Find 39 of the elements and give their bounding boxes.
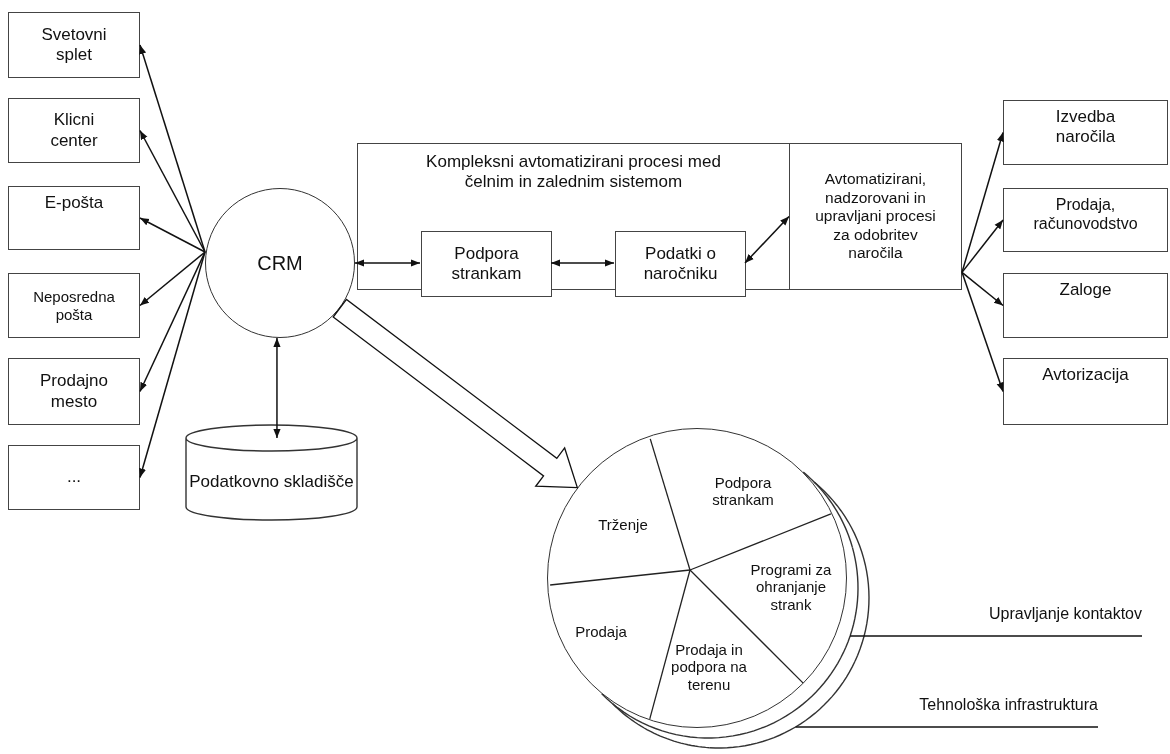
channel-box: Klicni center bbox=[8, 98, 140, 163]
arrow bbox=[961, 219, 1004, 274]
arrow bbox=[550, 259, 615, 267]
arrow bbox=[354, 259, 421, 267]
arrow bbox=[273, 337, 281, 439]
system-box: Zaloge bbox=[1003, 273, 1168, 338]
hollow-arrow bbox=[332, 298, 579, 489]
layer-label: Tehnološka infrastruktura bbox=[790, 695, 1098, 727]
channel-box: ... bbox=[8, 445, 140, 510]
channel-box: Prodajno mesto bbox=[8, 358, 140, 425]
database-cylinder: Podatkovno skladišče bbox=[185, 425, 358, 520]
pie-segment-label: Trženje bbox=[583, 495, 663, 555]
process-box: Podatki o naročniku bbox=[615, 231, 746, 297]
pie-segment-label: Programi za ohranjanje strank bbox=[741, 557, 841, 617]
system-box: Izvedba naročila bbox=[1003, 100, 1168, 165]
layer-label: Upravljanje kontaktov bbox=[850, 604, 1142, 636]
approval-process-box: Avtomatizirani, nadzorovani in upravljani procesi za odobritev naročila bbox=[789, 143, 962, 290]
channel-box: Svetovni splet bbox=[8, 12, 140, 78]
leader-line bbox=[794, 726, 1099, 728]
channel-box: Neposredna pošta bbox=[8, 273, 140, 338]
arrow bbox=[744, 215, 790, 264]
arrow bbox=[961, 271, 1004, 307]
process-box: Podpora strankam bbox=[421, 231, 552, 297]
pie-segment-label: Podpora strankam bbox=[693, 461, 793, 521]
crm-circle: CRM bbox=[205, 188, 355, 338]
arrow bbox=[139, 217, 206, 253]
system-box: Prodaja, računovodstvo bbox=[1003, 188, 1168, 252]
channel-box: E-pošta bbox=[8, 186, 140, 250]
pie-segment-label: Prodaja bbox=[561, 602, 641, 662]
arrow bbox=[139, 251, 206, 479]
arrow bbox=[961, 131, 1004, 274]
arrow bbox=[139, 251, 206, 393]
arrow bbox=[139, 251, 206, 307]
leader-line bbox=[849, 635, 1143, 637]
arrow bbox=[961, 271, 1004, 393]
panel-heading: Kompleksni avtomatizirani procesi med čelnim in zalednim sistemom bbox=[425, 152, 722, 193]
arrow bbox=[139, 129, 206, 253]
system-box: Avtorizacija bbox=[1003, 358, 1168, 425]
pie-segment-label: Prodaja in podpora na terenu bbox=[659, 631, 759, 703]
